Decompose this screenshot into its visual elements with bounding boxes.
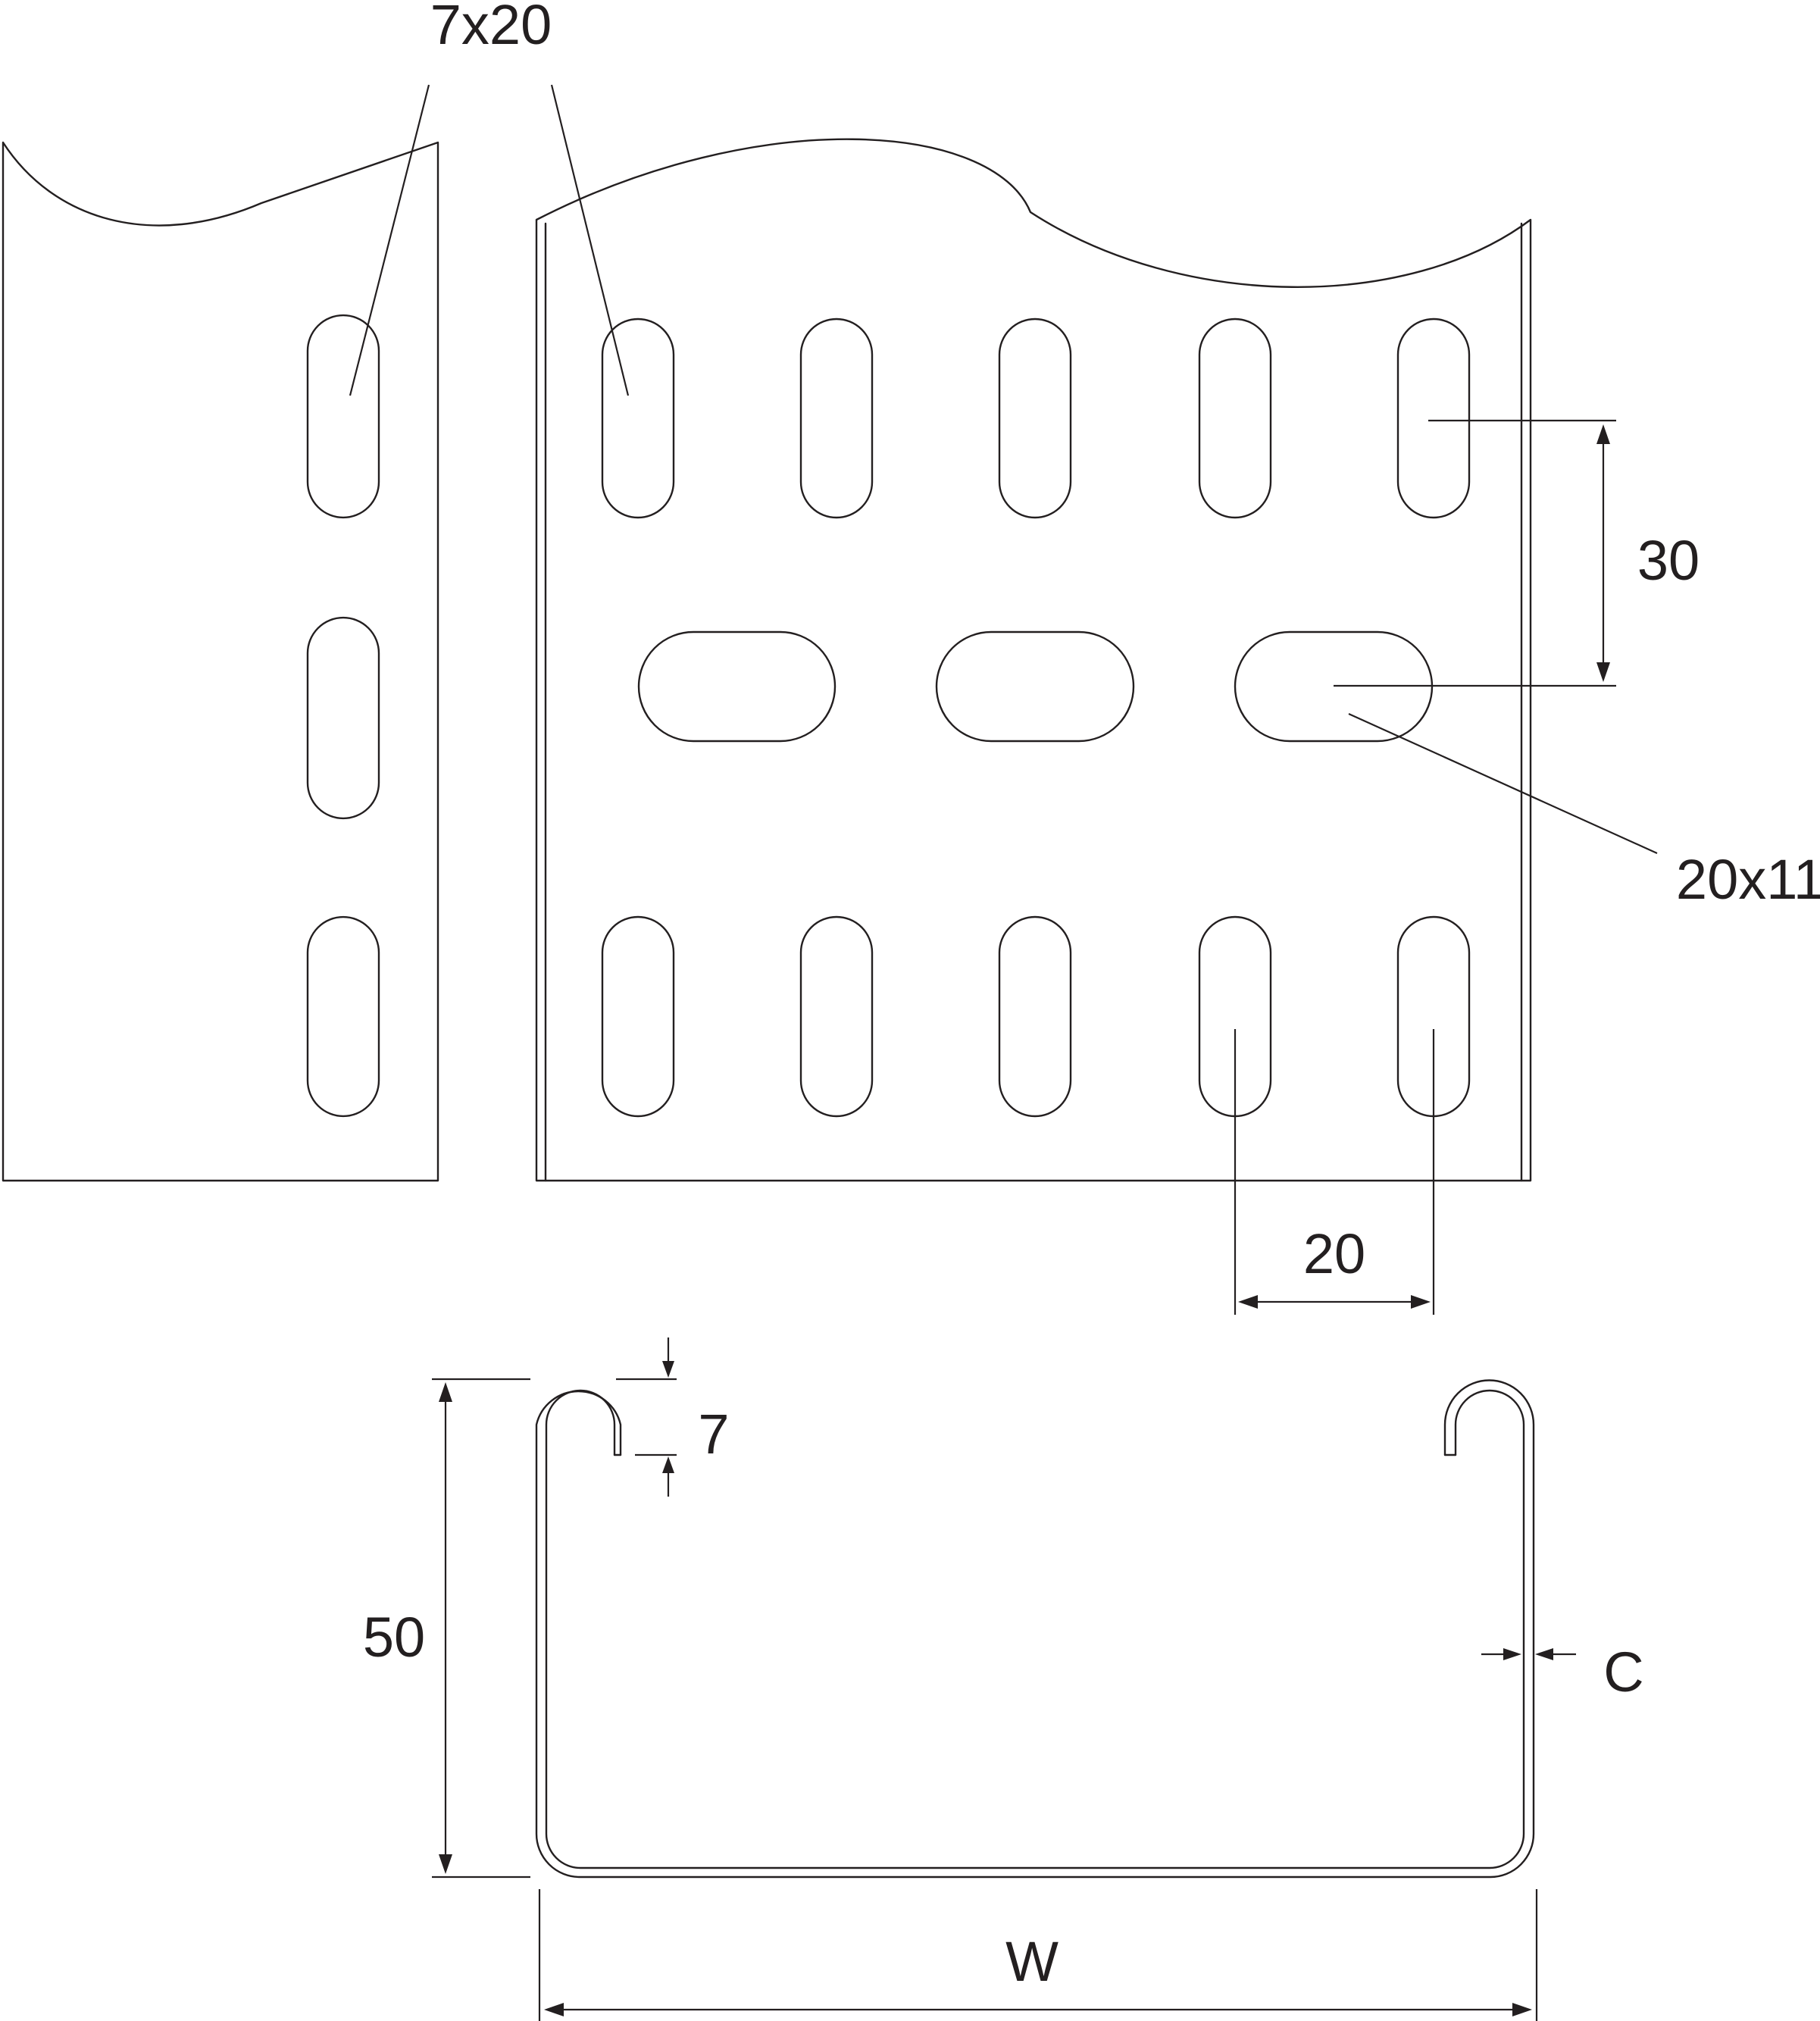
plate-dimensions: 7x20 30 20x11 20 <box>349 0 1820 1315</box>
cross-section <box>535 1379 1535 1879</box>
slot-leader-line <box>550 84 630 396</box>
arrowhead <box>1535 1648 1553 1660</box>
plate-slots <box>601 318 1471 1118</box>
plate-slot <box>601 915 675 1118</box>
plate-slot <box>1198 915 1272 1118</box>
side-panel-outline <box>2 141 439 1182</box>
arrowhead <box>662 1456 674 1473</box>
tray-profile-inner <box>545 1389 1525 1869</box>
arrowhead <box>544 2003 564 2016</box>
plate-slot <box>1198 318 1272 519</box>
side-slot <box>306 314 380 519</box>
side-panel <box>2 141 439 1182</box>
side-slot <box>306 616 380 820</box>
plate-slot <box>1396 915 1471 1118</box>
arrowhead <box>439 1382 452 1402</box>
row-spacing-label: 30 <box>1637 529 1700 592</box>
slot-leader-line <box>1348 712 1658 855</box>
plate-slot <box>998 915 1072 1118</box>
thickness-label: C <box>1603 1641 1643 1703</box>
side-height-label: 50 <box>363 1606 425 1669</box>
section-dimensions: 7 50 C W <box>363 1337 1644 2021</box>
plate-slot <box>998 318 1072 519</box>
plate-slot <box>799 318 874 519</box>
slot-size-label: 20x11 <box>1676 848 1820 911</box>
plate-slot <box>601 318 675 519</box>
lip-height-label: 7 <box>698 1403 729 1466</box>
slot-leader-line <box>349 84 430 396</box>
plate-slot <box>935 630 1135 743</box>
plate-slot <box>1234 630 1434 743</box>
bottom-plate <box>535 138 1532 1182</box>
arrowhead <box>1411 1295 1431 1309</box>
arrowhead <box>662 1361 674 1378</box>
arrowhead <box>439 1854 452 1874</box>
side-slot <box>306 915 380 1118</box>
arrowhead <box>1596 424 1610 444</box>
column-spacing-label: 20 <box>1303 1222 1365 1285</box>
plate-slot <box>1396 318 1471 519</box>
arrowhead <box>1512 2003 1532 2016</box>
arrowhead <box>1238 1295 1258 1309</box>
tray-profile-outer <box>535 1379 1535 1879</box>
arrowhead <box>1503 1648 1521 1660</box>
width-label: W <box>1005 1930 1059 1993</box>
bottom-plate-outline <box>535 138 1532 1182</box>
plate-slot <box>799 915 874 1118</box>
slot-size-label: 7x20 <box>430 0 552 56</box>
arrowhead <box>1596 662 1610 682</box>
plate-slot <box>637 630 837 743</box>
